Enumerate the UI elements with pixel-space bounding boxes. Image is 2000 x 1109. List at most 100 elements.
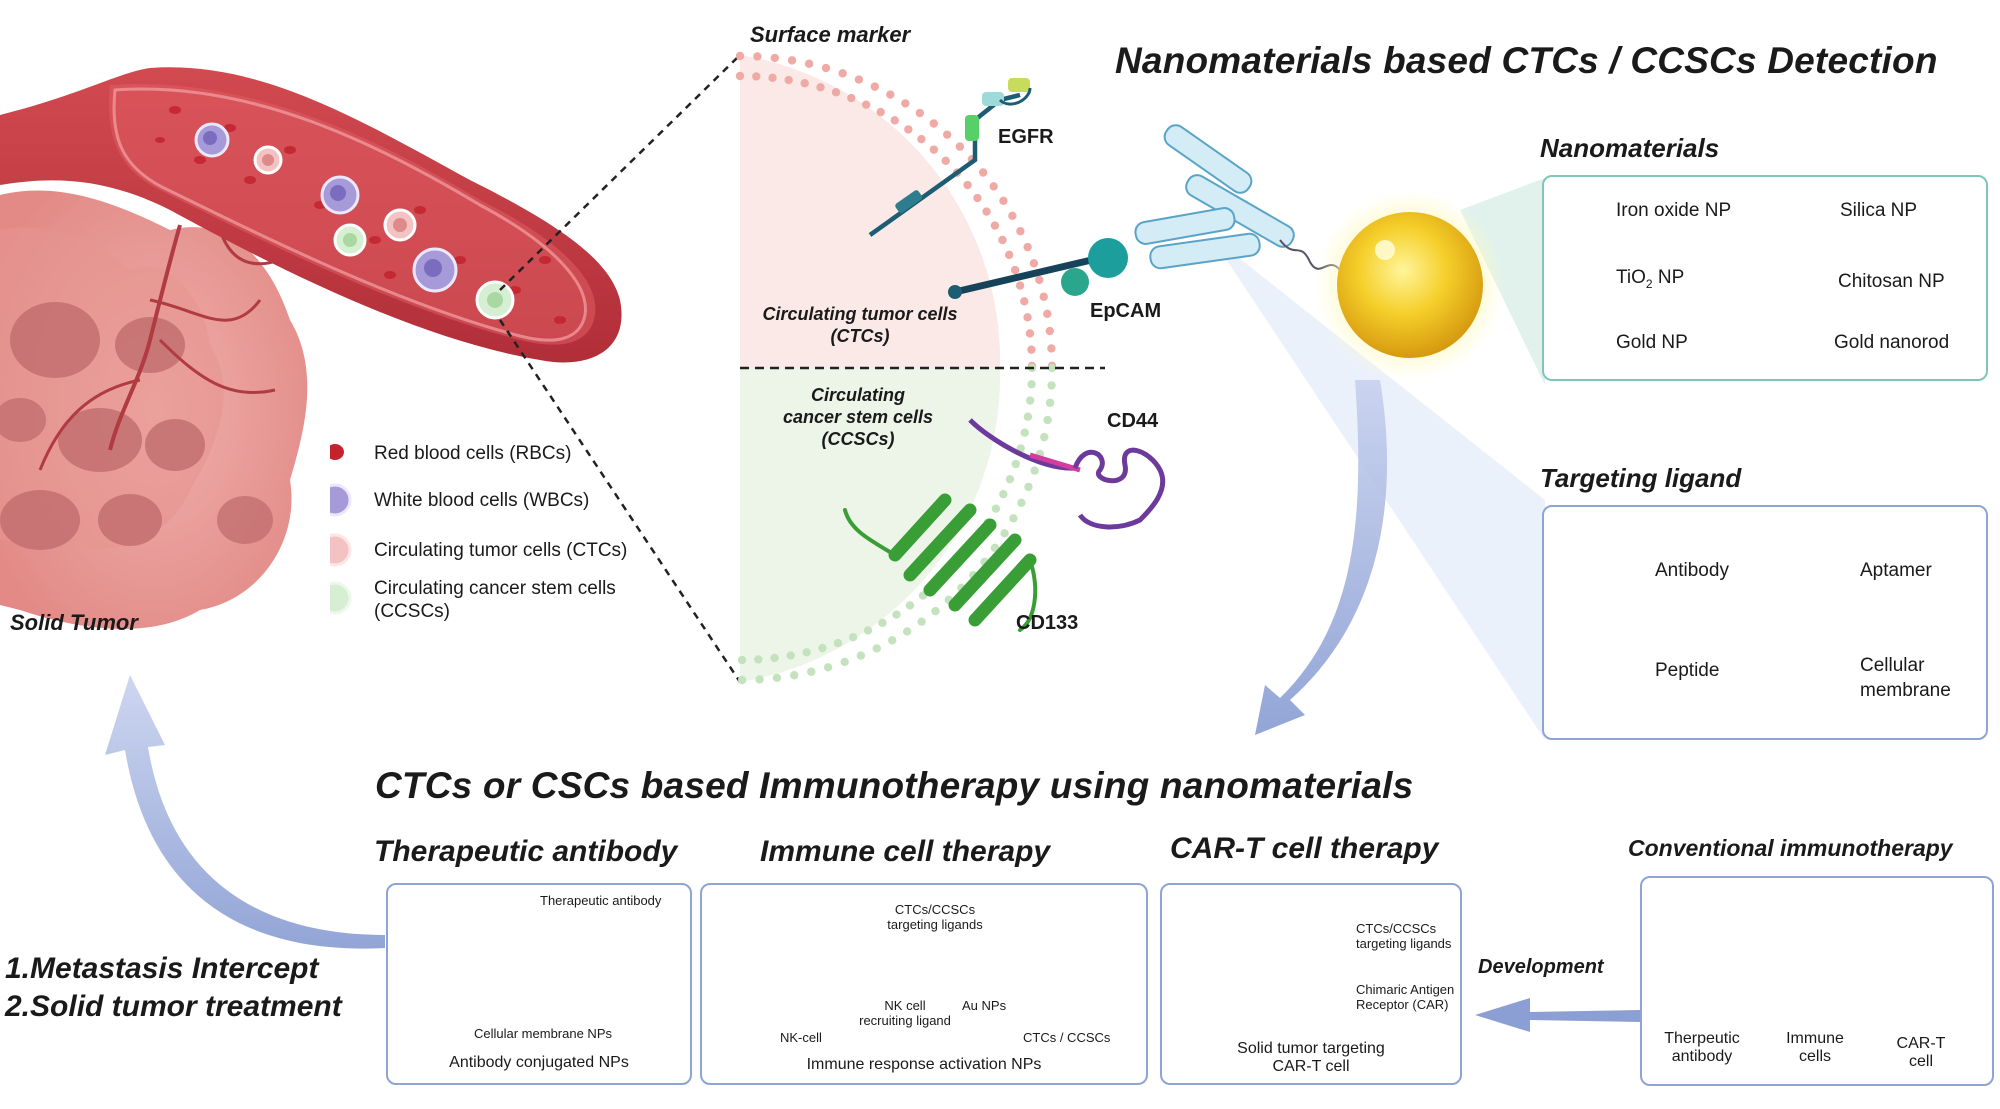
solid-tumor-label: Solid Tumor: [10, 610, 138, 635]
membrane-ccsc-label-3: (CCSCs): [821, 429, 895, 449]
lipid-bead: [1020, 428, 1029, 437]
immune-title: Immune cell therapy: [760, 835, 1051, 868]
conventional-ab-label-2: antibody: [1671, 1048, 1733, 1065]
immune-au-label: Au NPs: [962, 998, 1007, 1013]
conventional-cells-label-2: cells: [1798, 1048, 1831, 1065]
lipid-bead: [915, 108, 925, 118]
immune-nk-ligand-label-1: NK cell: [884, 998, 926, 1013]
cart-box: [1160, 883, 1462, 1085]
membrane-ccsc-label: Circulating cancer stem cells (CCSCs): [758, 384, 958, 450]
lipid-bead: [789, 671, 799, 680]
lipid-bead: [1020, 297, 1029, 306]
lipid-bead: [754, 655, 763, 664]
lipid-bead: [818, 643, 827, 653]
conventional-cells-label: Immune cells: [1765, 1030, 1865, 1066]
lipid-bead: [735, 71, 745, 81]
lipid-bead: [901, 99, 910, 108]
outcome-2: 2.Solid tumor treatment: [5, 990, 342, 1023]
membrane-zoom: [735, 51, 1166, 685]
lipid-bead: [840, 657, 849, 667]
lipid-bead: [863, 626, 873, 635]
membrane-ccsc-label-1: Circulating: [810, 385, 905, 405]
legend-swatches: [330, 444, 352, 615]
conventional-ab-label: Therpeutic antibody: [1652, 1030, 1752, 1066]
ctc-cells: [253, 145, 417, 242]
lipid-bead: [1010, 265, 1020, 275]
conventional-cart-label-2: cell: [1908, 1053, 1933, 1070]
lipid-bead: [1009, 514, 1018, 523]
lipid-bead: [978, 168, 988, 177]
lipid-bead: [770, 53, 779, 63]
cart-ligand-label: CTCs/CCSCs targeting ligands: [1356, 921, 1451, 951]
targeting-box: [1542, 505, 1988, 740]
lipid-bead: [1027, 345, 1036, 354]
lipid-bead: [1045, 398, 1055, 407]
lipid-bead: [1023, 313, 1032, 322]
immune-caption: Immune response activation NPs: [806, 1056, 1042, 1073]
lipid-bead: [902, 627, 912, 636]
membrane-ctc-label-1: Circulating tumor cells: [762, 304, 958, 324]
nanomaterials-box: [1542, 175, 1988, 381]
lipid-bead: [1024, 482, 1033, 492]
lipid-bead: [1045, 326, 1055, 336]
lipid-bead: [854, 75, 864, 84]
arrow-detection-to-therapy: [1255, 380, 1388, 735]
lipid-bead: [800, 79, 809, 88]
lipid-bead: [737, 675, 747, 685]
lipid-bead: [888, 636, 897, 645]
therapeutic-ab-label: Therapeutic antibody: [540, 893, 662, 908]
ccsc-cells: [333, 223, 515, 320]
lipid-bead: [833, 638, 843, 648]
conventional-cart-label: CAR-T cell: [1871, 1035, 1971, 1071]
lipid-bead: [856, 651, 866, 660]
marker-epcam: EpCAM: [1090, 300, 1162, 322]
lipid-bead: [755, 675, 764, 684]
lipid-bead: [872, 644, 881, 653]
lipid-bead: [991, 504, 1001, 513]
ligand-membrane-1: Cellular: [1860, 655, 1925, 676]
lipid-bead: [787, 56, 797, 65]
ligand-aptamer: Aptamer: [1860, 560, 1932, 581]
lipid-bead: [929, 145, 939, 154]
lipid-bead: [1047, 381, 1056, 390]
np-iron-oxide: Iron oxide NP: [1616, 200, 1732, 221]
lipid-bead: [1023, 242, 1032, 252]
lipid-bead: [784, 75, 793, 85]
nanomaterials-title: Nanomaterials: [1540, 133, 1720, 163]
wbc-cells: [194, 122, 458, 293]
lipid-bead: [892, 610, 901, 619]
lipid-bead: [1011, 459, 1020, 469]
rbc-swatch: [330, 444, 344, 460]
lipid-bead: [772, 673, 782, 683]
marker-cd133: CD133: [1016, 612, 1079, 634]
immunotherapy-title: CTCs or CSCs based Immunotherapy using n…: [375, 765, 1414, 806]
lipid-bead: [1029, 259, 1039, 268]
lipid-bead: [982, 207, 991, 216]
targeting-title: Targeting ligand: [1540, 463, 1742, 493]
immune-ligand-label-2: targeting ligands: [887, 917, 983, 932]
lipid-bead: [1025, 329, 1035, 338]
cart-ligand-label-2: targeting ligands: [1356, 936, 1452, 951]
lipid-bead: [1027, 380, 1036, 389]
lipid-bead: [737, 655, 747, 665]
legend-ccsc-1: Circulating cancer stem cells: [374, 578, 616, 599]
lipid-bead: [1023, 412, 1033, 421]
lipid-bead: [770, 653, 779, 663]
cart-car-label: Chimaric Antigen Receptor (CAR): [1356, 982, 1454, 1012]
lipid-bead: [999, 489, 1008, 499]
cart-caption: Solid tumor targeting CAR-T cell: [1160, 1040, 1462, 1076]
np-silica: Silica NP: [1840, 200, 1918, 221]
outcome-1: 1.Metastasis Intercept: [5, 952, 319, 985]
ccsc-swatch: [330, 581, 352, 615]
immune-nk-ligand-label: NK cell recruiting ligand: [850, 998, 960, 1028]
lipid-bead: [1004, 250, 1014, 260]
lipid-bead: [1015, 281, 1025, 290]
lipid-bead: [752, 72, 761, 81]
lipid-bead: [931, 606, 940, 616]
ligand-peptide: Peptide: [1655, 660, 1720, 681]
immune-nk-label: NK-cell: [780, 1030, 822, 1045]
legend-ccsc-2: (CCSCs): [374, 601, 450, 622]
legend-wbc: White blood cells (WBCs): [374, 490, 590, 511]
antibody-np-conjugate: [1134, 124, 1505, 380]
ligand-membrane-2: membrane: [1860, 680, 1951, 701]
